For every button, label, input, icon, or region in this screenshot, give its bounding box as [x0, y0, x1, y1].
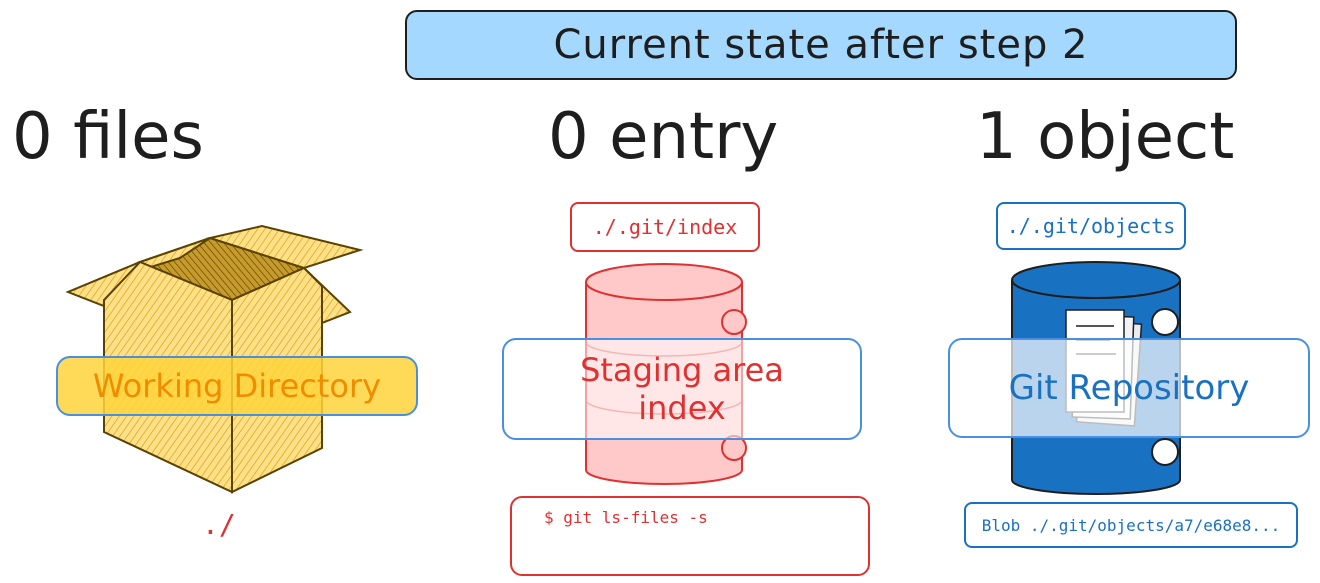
- staging-path-text: ./.git/index: [592, 215, 738, 239]
- working-count: 0 files: [12, 100, 204, 174]
- repo-path-text: ./.git/objects: [1006, 214, 1176, 238]
- blob-object-text: Blob ./.git/objects/a7/e68e8...: [981, 515, 1281, 535]
- repo-count: 1 object: [976, 100, 1235, 174]
- staging-area-line1: Staging area: [580, 350, 784, 389]
- working-directory-label: Working Directory: [56, 356, 418, 416]
- ls-files-command-text: $ git ls-files -s: [544, 508, 708, 527]
- staging-area-label: Staging area index: [502, 338, 862, 440]
- title-text: Current state after step 2: [553, 22, 1089, 68]
- staging-area-line2: index: [638, 389, 726, 427]
- title-banner: Current state after step 2: [405, 10, 1237, 80]
- working-directory-text: Working Directory: [92, 367, 382, 405]
- staging-path-tag: ./.git/index: [570, 202, 760, 252]
- git-repository-text: Git Repository: [1008, 368, 1250, 408]
- staging-count: 0 entry: [548, 100, 779, 174]
- working-path: ./: [202, 508, 236, 541]
- blob-object-tag: Blob ./.git/objects/a7/e68e8...: [964, 502, 1298, 548]
- ls-files-command-box: $ git ls-files -s: [510, 496, 870, 576]
- git-repository-label: Git Repository: [948, 338, 1310, 438]
- repo-path-tag: ./.git/objects: [996, 202, 1186, 250]
